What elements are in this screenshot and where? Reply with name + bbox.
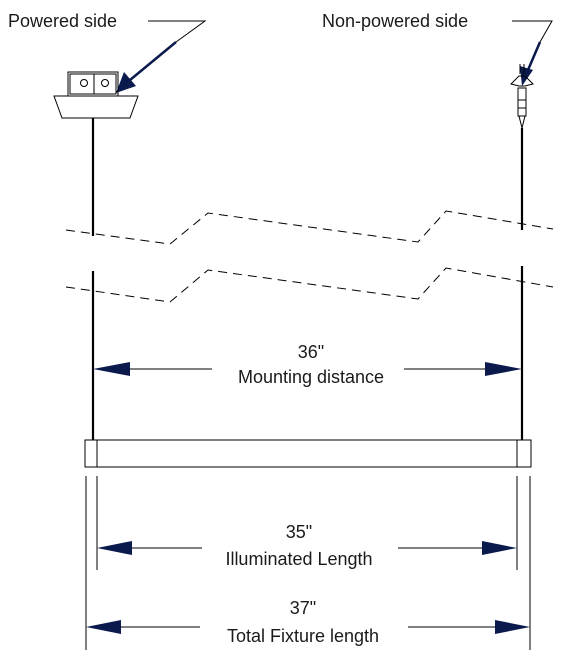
mounting-distance-value: 36": [298, 342, 324, 362]
fixture-body: [84, 439, 532, 468]
extension-lines: [85, 476, 531, 650]
total-fixture-length-value: 37": [290, 598, 316, 618]
powered-side-leader: [116, 20, 207, 93]
non-powered-side-label: Non-powered side: [322, 11, 468, 31]
illuminated-length-value: 35": [286, 522, 312, 542]
mounting-distance-dimension: [93, 362, 522, 376]
non-powered-side-leader: [512, 20, 553, 86]
suspension-cables: [91, 118, 524, 440]
mounting-arrow-right: [485, 362, 522, 376]
total-arrow-left: [86, 620, 121, 634]
illuminated-arrow-right: [482, 541, 517, 555]
break-lines: [65, 210, 554, 303]
total-arrow-right: [495, 620, 530, 634]
total-fixture-length-dimension: [86, 620, 530, 634]
powered-canopy: [53, 71, 139, 119]
illuminated-length-label: Illuminated Length: [225, 549, 372, 569]
total-fixture-length-label: Total Fixture length: [227, 626, 379, 646]
illuminated-length-dimension: [97, 541, 517, 555]
powered-side-label: Powered side: [8, 11, 117, 31]
mounting-arrow-left: [93, 362, 130, 376]
mounting-distance-label: Mounting distance: [238, 367, 384, 387]
illuminated-arrow-left: [97, 541, 132, 555]
